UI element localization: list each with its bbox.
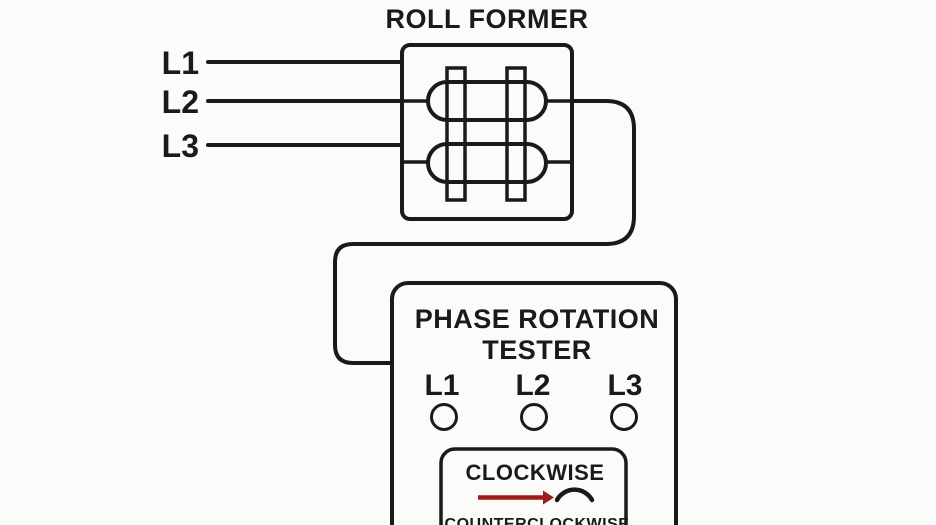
supply-label-l2: L2 bbox=[162, 84, 199, 120]
indicator-lamp-l3 bbox=[610, 403, 638, 431]
roll-former-title: ROLL FORMER bbox=[386, 4, 589, 34]
roll-former-box bbox=[400, 43, 574, 221]
rotation-indicator-panel bbox=[439, 447, 628, 525]
roller-stand-bar-left bbox=[445, 66, 467, 202]
tester-label-l1: L1 bbox=[424, 369, 459, 402]
roller-top bbox=[426, 80, 548, 122]
tester-label-l3: L3 bbox=[607, 369, 642, 402]
connecting-wire bbox=[333, 99, 636, 365]
indicator-lamp-l2 bbox=[520, 403, 548, 431]
direction-arrow-icon bbox=[543, 490, 554, 505]
roller-bottom bbox=[426, 142, 548, 184]
tester-title-line1: PHASE ROTATION bbox=[415, 304, 660, 334]
indicator-lamp-l1 bbox=[430, 403, 458, 431]
roller-stand-bar-right bbox=[505, 66, 527, 202]
tester-label-l2: L2 bbox=[515, 369, 550, 402]
tester-title-line2: TESTER bbox=[482, 335, 592, 365]
supply-label-l3: L3 bbox=[162, 128, 199, 164]
rotation-arc-icon bbox=[554, 487, 595, 503]
supply-label-l1: L1 bbox=[162, 45, 199, 81]
counterclockwise-label: COUNTERCLOCKWISE bbox=[445, 516, 630, 525]
clockwise-label: CLOCKWISE bbox=[466, 460, 605, 485]
tester-box bbox=[390, 281, 678, 525]
